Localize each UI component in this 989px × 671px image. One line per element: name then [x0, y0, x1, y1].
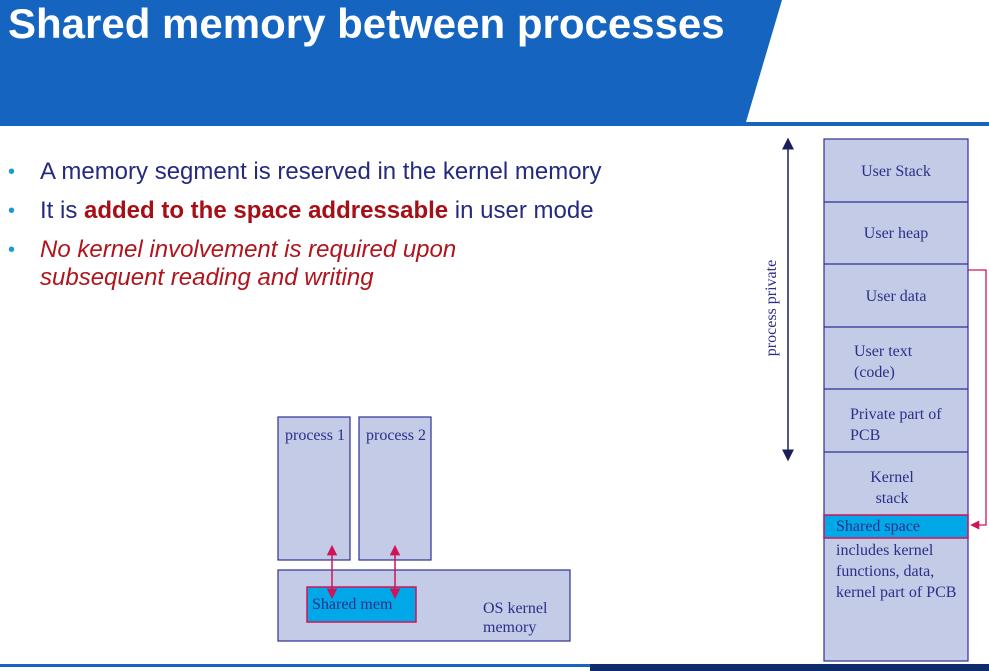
bullet-item-2: • It is added to the space addressable i…: [8, 197, 728, 225]
os-kernel-label: OS kernel memory: [483, 600, 548, 636]
segment-kernel-stack: Kernel stack: [870, 469, 914, 507]
bullet-text-pre: It is: [40, 197, 85, 224]
shared-space-description: includes kernel functions, data, kernel …: [836, 542, 957, 601]
footer-rule: [0, 664, 989, 667]
shared-space-label: Shared space: [836, 518, 920, 535]
address-space-column: [823, 138, 969, 662]
title-banner: [0, 0, 989, 126]
process-private-label: process private: [763, 259, 780, 357]
segment-user-text: User text (code): [854, 343, 913, 381]
bullet-item-3: • No kernel involvement is required upon…: [8, 236, 560, 292]
bullet-list: • A memory segment is reserved in the ke…: [8, 158, 728, 303]
process-1-label: process 1: [285, 427, 345, 444]
page-title: Shared memory between processes: [8, 0, 725, 47]
bullet-text-emphasis: added to the space addressable: [84, 197, 449, 224]
bullet-text-post: in user mode: [448, 197, 594, 224]
bullet-dot-icon: •: [8, 239, 16, 261]
bullet-dot-icon: •: [8, 200, 16, 222]
segment-user-stack: User Stack: [861, 163, 931, 180]
bullet-dot-icon: •: [8, 161, 16, 183]
shared-mem-label: Shared mem: [312, 596, 393, 613]
bullet-item-1: • A memory segment is reserved in the ke…: [8, 158, 728, 186]
segment-user-heap: User heap: [863, 225, 929, 242]
segment-user-data: User data: [865, 288, 927, 305]
bullet-text-italic: No kernel involvement is required upon s…: [40, 236, 457, 291]
footer-rule-accent: [590, 664, 989, 671]
bullet-text: A memory segment is reserved in the kern…: [40, 158, 602, 185]
shared-space-link-arrow: [968, 269, 987, 530]
process-1-box: [277, 416, 351, 561]
shared-space-box: [823, 514, 969, 539]
process-2-box: [358, 416, 432, 561]
process-2-label: process 2: [366, 427, 426, 444]
segment-private-pcb: Private part of PCB: [850, 406, 942, 444]
